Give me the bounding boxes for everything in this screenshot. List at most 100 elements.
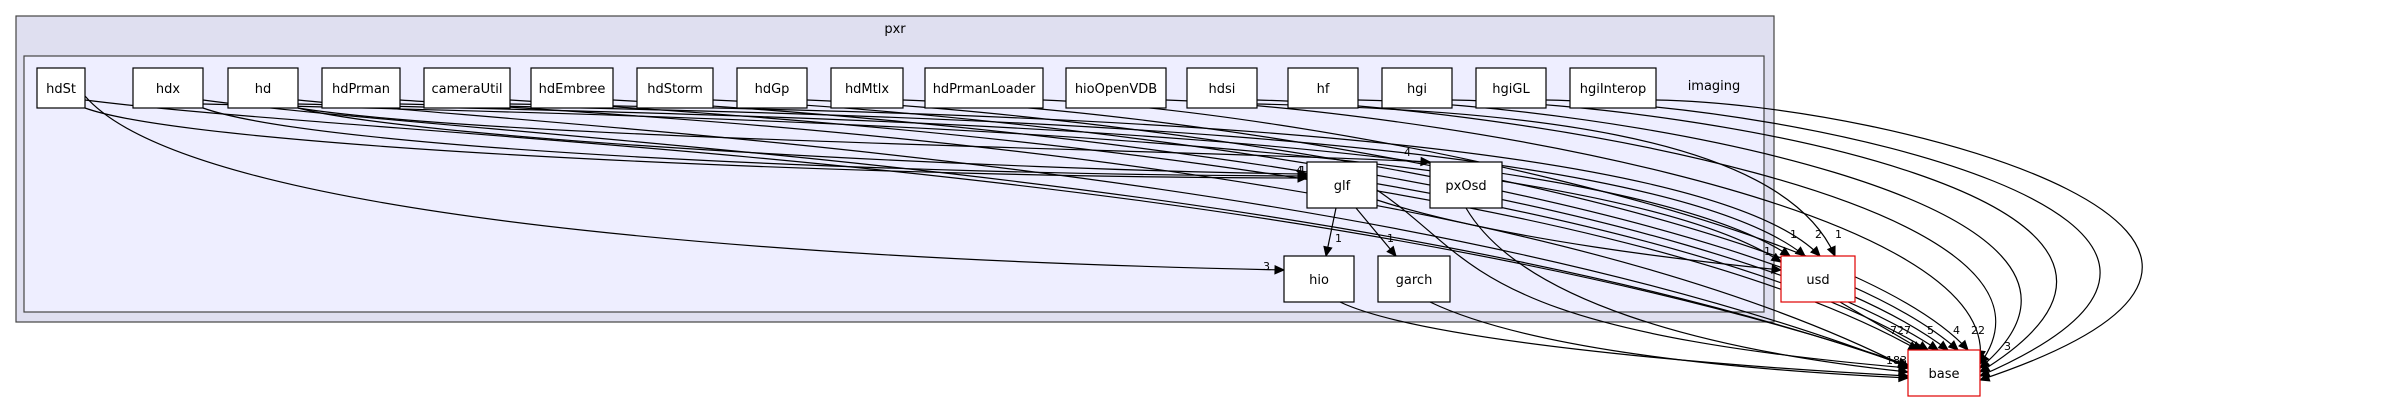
svg-text:cameraUtil: cameraUtil (432, 82, 503, 97)
edge-label-glf-in-a: 4 (1296, 164, 1303, 177)
edge-labels: 4 1 4 1 1 3 1 1 2 1 727 5 4 22 3 183 (1263, 146, 2011, 367)
edge-hd-pxOsd (297, 107, 1431, 163)
arrowhead-hgiInterop-base (1978, 372, 1991, 382)
cluster-imaging-label[interactable]: imaging (1688, 79, 1741, 94)
arrowhead-hdx-usd (1770, 252, 1783, 263)
svg-text:pxOsd: pxOsd (1445, 179, 1486, 194)
svg-text:hdEmbree: hdEmbree (539, 82, 606, 97)
node-hdMtlx[interactable]: hdMtlx (830, 67, 904, 109)
edge-garch-base (1429, 301, 1909, 379)
edge-hdsi-usd (1256, 103, 1836, 257)
edge-hgiInterop-base (1655, 99, 2143, 381)
edge-label-usd-in-2: 1 (1790, 228, 1797, 241)
edge-label-usd-in-3: 2 (1815, 228, 1822, 241)
svg-text:hdPrman: hdPrman (332, 82, 390, 97)
node-hioOpenVDB[interactable]: hioOpenVDB (1065, 67, 1167, 109)
node-hdSt[interactable]: hdSt (36, 67, 86, 109)
edge-hd-usd (297, 103, 1791, 257)
edge-glf-usd (1376, 199, 1782, 271)
arrowhead-hd-glf (1297, 169, 1309, 179)
svg-text:base: base (1929, 367, 1960, 382)
nodes: hdSt hdx hd hdPrman cameraUtil hdEmbree … (36, 67, 1981, 397)
edge-label-garch-from-glf: 1 (1387, 232, 1394, 245)
svg-text:glf: glf (1334, 179, 1351, 194)
edge-label-usd-in-4: 1 (1835, 228, 1842, 241)
arrowhead-glf-garch (1386, 245, 1397, 257)
svg-text:usd: usd (1806, 273, 1829, 288)
edge-hdx-usd (202, 103, 1782, 263)
svg-text:hgiInterop: hgiInterop (1580, 82, 1647, 97)
svg-text:garch: garch (1396, 273, 1433, 288)
arrowhead-hdMtlx-base (1947, 340, 1959, 351)
arrowhead-hdEmbree-base (1917, 340, 1930, 351)
edge-hgiGL-base (1545, 99, 2101, 377)
svg-text:hgiGL: hgiGL (1492, 82, 1530, 97)
arrowhead-hdPrmanLoader-base (1958, 339, 1969, 351)
arrowhead-hdPrman-usd (1794, 246, 1806, 257)
edge-hdEmbree-base (612, 99, 1929, 351)
svg-text:hgi: hgi (1407, 82, 1427, 97)
edge-label-hio-from-hdst: 3 (1263, 260, 1270, 273)
node-cameraUtil[interactable]: cameraUtil (423, 67, 511, 109)
node-hdEmbree[interactable]: hdEmbree (530, 67, 614, 109)
node-hdsi[interactable]: hdsi (1186, 67, 1258, 109)
edge-hioOpenVDB-base (1165, 99, 1981, 361)
edge-hdx-base (202, 99, 1909, 367)
node-hgiInterop[interactable]: hgiInterop (1569, 67, 1657, 109)
edge-label-base-in-727: 727 (1890, 324, 1911, 337)
edge-pxOsd-base (1465, 207, 1909, 373)
edge-hd-glf (297, 107, 1308, 175)
node-hd[interactable]: hd (227, 67, 299, 109)
edge-glf-base (1376, 189, 1909, 369)
node-garch[interactable]: garch (1377, 255, 1451, 303)
edge-label-base-in-4: 4 (1953, 324, 1960, 337)
svg-text:hd: hd (255, 82, 272, 97)
arrowhead-glf-usd (1771, 264, 1783, 274)
arrowhead-hd-usd (1779, 246, 1792, 257)
cluster-pxr-label[interactable]: pxr (884, 22, 906, 37)
edge-usd-base (1839, 301, 1923, 351)
arrowhead-hdGp-base (1937, 340, 1949, 351)
edge-hdSt-base (84, 99, 1909, 366)
edge-label-base-in-183: 183 (1886, 354, 1907, 367)
edge-hdx-glf (202, 107, 1308, 177)
node-hdGp[interactable]: hdGp (736, 67, 808, 109)
svg-text:hf: hf (1317, 82, 1330, 97)
svg-text:hdSt: hdSt (46, 82, 76, 97)
edge-hdPrman-usd (399, 103, 1806, 257)
node-usd[interactable]: usd (1780, 255, 1856, 303)
edge-label-pxosd-in: 4 (1404, 146, 1411, 159)
edge-hdPrmanLoader-base (1042, 99, 1969, 351)
arrowhead-garch-base (1898, 372, 1910, 383)
edge-label-base-in-3: 3 (2004, 340, 2011, 353)
arrowhead-hd-pxOsd (1420, 156, 1432, 167)
arrowhead-glf-hio (1323, 245, 1333, 258)
edge-label-base-in-22: 22 (1971, 324, 1985, 337)
node-hgiGL[interactable]: hgiGL (1475, 67, 1547, 109)
node-base[interactable]: base (1907, 349, 1981, 397)
node-hdStorm[interactable]: hdStorm (636, 67, 714, 109)
node-hdPrman[interactable]: hdPrman (321, 67, 401, 109)
edge-label-base-in-5: 5 (1927, 324, 1934, 337)
node-hf[interactable]: hf (1287, 67, 1359, 109)
svg-text:hdPrmanLoader: hdPrmanLoader (933, 82, 1036, 97)
edge-label-hio-from-glf: 1 (1335, 232, 1342, 245)
svg-text:hioOpenVDB: hioOpenVDB (1075, 82, 1157, 97)
node-hdPrmanLoader[interactable]: hdPrmanLoader (924, 67, 1044, 109)
node-pxOsd[interactable]: pxOsd (1429, 161, 1503, 209)
node-hgi[interactable]: hgi (1381, 67, 1453, 109)
edge-label-glf-in-b: 1 (1299, 164, 1306, 177)
edge-hdSt-glf (84, 107, 1308, 179)
node-hdx[interactable]: hdx (132, 67, 204, 109)
node-glf[interactable]: glf (1306, 161, 1378, 209)
arrowhead-hdsi-usd (1826, 245, 1836, 258)
node-hio[interactable]: hio (1283, 255, 1355, 303)
svg-text:hio: hio (1309, 273, 1329, 288)
svg-text:hdStorm: hdStorm (647, 82, 703, 97)
arrowhead-hdStorm-base (1927, 340, 1940, 351)
svg-text:hdsi: hdsi (1209, 82, 1236, 97)
arrowhead-hdPrman-base (1897, 359, 1910, 369)
arrowhead-hdSt-hio (1274, 265, 1286, 275)
arrowhead-cameraUtil-usd (1809, 245, 1821, 257)
